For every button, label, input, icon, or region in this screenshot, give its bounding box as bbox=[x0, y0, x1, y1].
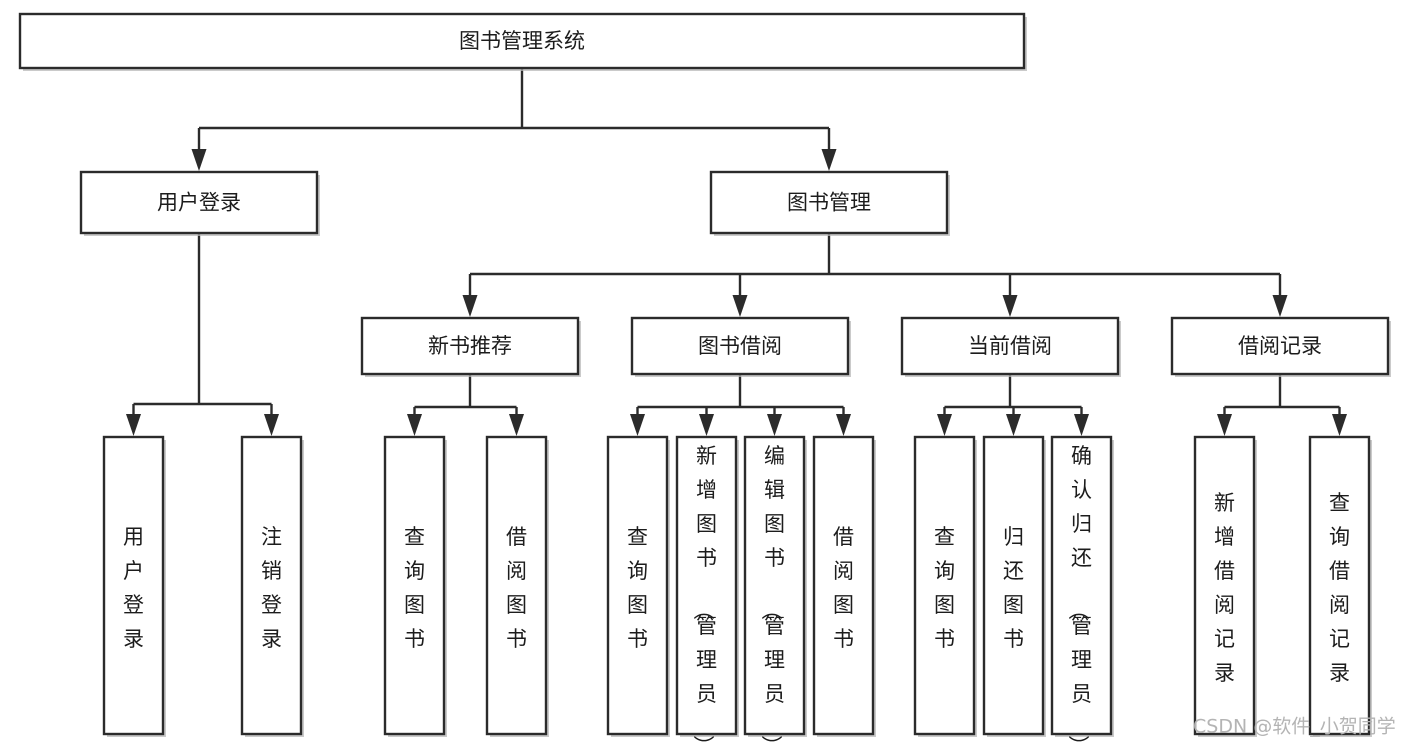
arrow-head bbox=[836, 414, 851, 436]
arrow-head bbox=[1332, 414, 1347, 436]
node-box[interactable] bbox=[982, 435, 1045, 736]
arrow-head bbox=[1006, 414, 1021, 436]
node-label: 图书借阅 bbox=[698, 334, 782, 358]
watermark-layer: CSDN @软件_小贺同学 bbox=[1193, 716, 1396, 738]
node-label: 查询图书 bbox=[934, 525, 955, 651]
arrow-head bbox=[1074, 414, 1089, 436]
node-box[interactable] bbox=[812, 435, 875, 736]
node-box[interactable] bbox=[360, 316, 580, 376]
node-label: 用户登录 bbox=[157, 191, 241, 215]
node-label: 注销登录 bbox=[261, 525, 282, 651]
node-leaf-return-book[interactable]: 归还图书 bbox=[982, 435, 1046, 737]
node-leaf-add-book[interactable]: 新增图书（管理员） bbox=[675, 435, 739, 747]
node-leaf-edit-book[interactable]: 编辑图书（管理员） bbox=[743, 435, 807, 747]
arrow-head bbox=[407, 414, 422, 436]
arrow-head bbox=[630, 414, 645, 436]
node-label: 当前借阅 bbox=[968, 334, 1052, 358]
node-leaf-borrow-book[interactable]: 借阅图书 bbox=[812, 435, 876, 737]
node-leaf-query-book-current[interactable]: 查询图书 bbox=[913, 435, 977, 737]
connector-group-book-manage-to-subs bbox=[462, 233, 1288, 317]
node-label: 借阅图书 bbox=[506, 525, 527, 651]
node-box[interactable] bbox=[1308, 435, 1371, 736]
node-box[interactable] bbox=[1050, 435, 1113, 736]
node-box[interactable] bbox=[79, 170, 319, 235]
connector-group-record-to-leaves bbox=[1217, 374, 1347, 436]
connector-group-root-to-modules bbox=[191, 68, 837, 171]
arrow-head bbox=[1217, 414, 1232, 436]
node-leaf-confirm-return[interactable]: 确认归还（管理员） bbox=[1050, 435, 1114, 747]
node-label: 编辑图书（管理员） bbox=[759, 444, 785, 747]
node-layer: 图书管理系统用户登录图书管理新书推荐图书借阅当前借阅借阅记录用户登录注销登录查询… bbox=[18, 12, 1391, 747]
node-label: 新增图书（管理员） bbox=[691, 444, 717, 747]
node-box[interactable] bbox=[240, 435, 303, 736]
node-label: 图书管理 bbox=[787, 191, 871, 215]
node-leaf-query-book-recommend[interactable]: 查询图书 bbox=[383, 435, 447, 737]
node-book-borrow[interactable]: 图书借阅 bbox=[630, 316, 851, 377]
connector-group-borrow-to-leaves bbox=[630, 374, 851, 436]
node-box[interactable] bbox=[900, 316, 1120, 376]
arrow-head bbox=[126, 414, 141, 436]
node-box[interactable] bbox=[485, 435, 548, 736]
connector-group-current-to-leaves bbox=[937, 374, 1089, 436]
connector-layer bbox=[126, 68, 1347, 436]
node-box[interactable] bbox=[18, 12, 1026, 70]
node-label: 归还图书 bbox=[1003, 525, 1024, 651]
csdn-watermark: CSDN @软件_小贺同学 bbox=[1193, 716, 1396, 738]
arrow-head bbox=[821, 149, 837, 171]
node-label: 新书推荐 bbox=[428, 334, 512, 358]
node-new-book-recommend[interactable]: 新书推荐 bbox=[360, 316, 581, 377]
node-label: 借阅记录 bbox=[1238, 334, 1322, 358]
arrow-head bbox=[767, 414, 782, 436]
node-leaf-logout[interactable]: 注销登录 bbox=[240, 435, 304, 737]
node-leaf-user-login[interactable]: 用户登录 bbox=[102, 435, 166, 737]
node-leaf-query-borrow-record[interactable]: 查询借阅记录 bbox=[1308, 435, 1372, 737]
node-leaf-borrow-book-recommend[interactable]: 借阅图书 bbox=[485, 435, 549, 737]
arrow-head bbox=[264, 414, 279, 436]
node-label: 新增借阅记录 bbox=[1214, 491, 1235, 685]
node-leaf-add-borrow-record[interactable]: 新增借阅记录 bbox=[1193, 435, 1257, 737]
node-label: 查询图书 bbox=[404, 525, 425, 651]
node-box[interactable] bbox=[1170, 316, 1390, 376]
node-box[interactable] bbox=[630, 316, 850, 376]
node-box[interactable] bbox=[1193, 435, 1256, 736]
node-label: 确认归还（管理员） bbox=[1066, 444, 1092, 747]
connector-group-user-login-to-leaves bbox=[126, 233, 279, 436]
node-box[interactable] bbox=[102, 435, 165, 736]
node-label: 查询借阅记录 bbox=[1329, 491, 1350, 685]
arrow-head bbox=[937, 414, 952, 436]
node-current-borrow[interactable]: 当前借阅 bbox=[900, 316, 1121, 377]
node-borrow-record[interactable]: 借阅记录 bbox=[1170, 316, 1391, 377]
arrow-head bbox=[1002, 295, 1018, 317]
arrow-head bbox=[509, 414, 524, 436]
node-label: 用户登录 bbox=[123, 525, 144, 651]
node-box[interactable] bbox=[709, 170, 949, 235]
node-box[interactable] bbox=[383, 435, 446, 736]
node-box[interactable] bbox=[743, 435, 806, 736]
arrow-head bbox=[1272, 295, 1288, 317]
node-root[interactable]: 图书管理系统 bbox=[18, 12, 1027, 71]
node-leaf-query-book-borrow[interactable]: 查询图书 bbox=[606, 435, 670, 737]
node-label: 查询图书 bbox=[627, 525, 648, 651]
node-box[interactable] bbox=[913, 435, 976, 736]
node-label: 图书管理系统 bbox=[459, 29, 585, 53]
arrow-head bbox=[732, 295, 748, 317]
arrow-head bbox=[699, 414, 714, 436]
node-book-manage[interactable]: 图书管理 bbox=[709, 170, 950, 236]
arrow-head bbox=[191, 149, 207, 171]
connector-group-recommend-to-leaves bbox=[407, 374, 524, 436]
node-box[interactable] bbox=[606, 435, 669, 736]
arrow-head bbox=[462, 295, 478, 317]
node-user-login[interactable]: 用户登录 bbox=[79, 170, 320, 236]
node-label: 借阅图书 bbox=[833, 525, 854, 651]
node-box[interactable] bbox=[675, 435, 738, 736]
